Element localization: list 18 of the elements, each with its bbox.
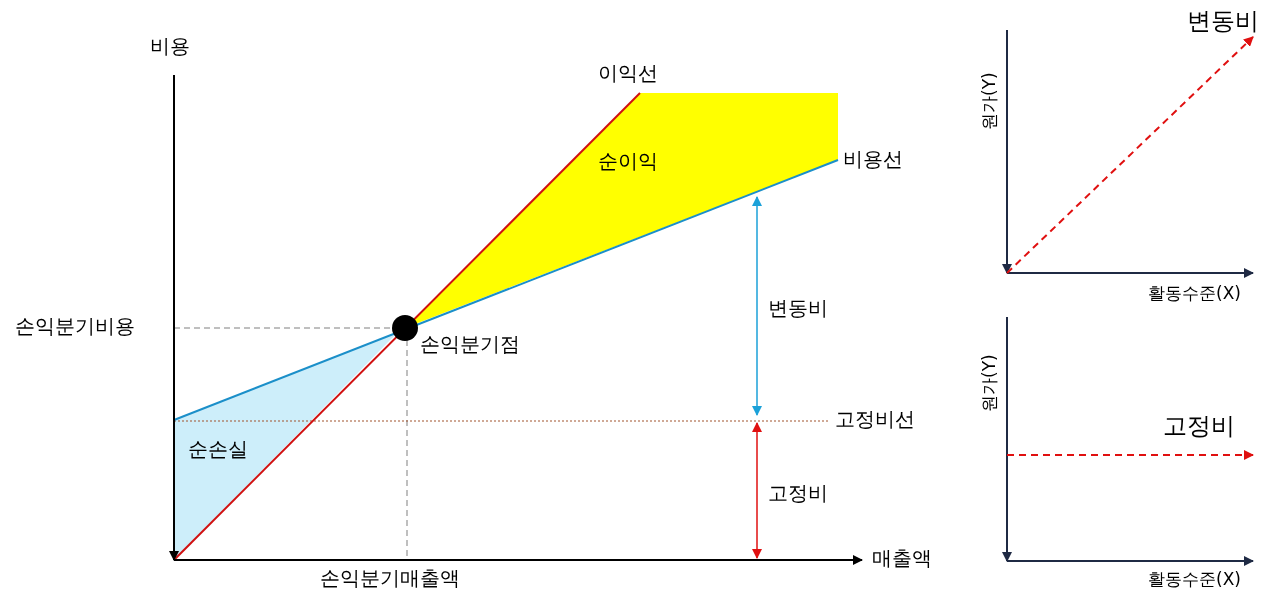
- axis-label: 활동수준(X): [1148, 570, 1241, 589]
- axis-label: 비용: [150, 35, 190, 57]
- axis-label: 매출액: [872, 547, 932, 569]
- axis-label: 손익분기비용: [15, 315, 135, 337]
- axis-label: 활동수준(X): [1148, 284, 1241, 303]
- axis-label: 손익분기매출액: [320, 567, 460, 589]
- line-label: 이익선: [598, 62, 658, 84]
- area-label: 순이익: [598, 150, 658, 172]
- axis-label: 원가(Y): [980, 72, 999, 130]
- line-label: 비용선: [843, 148, 903, 170]
- point-label: 손익분기점: [420, 333, 520, 355]
- line-label: 고정비선: [835, 408, 915, 430]
- axis-label: 원가(Y): [980, 354, 999, 412]
- chart-title: 변동비: [1187, 8, 1259, 35]
- dimension-label: 변동비: [768, 297, 828, 319]
- area-label: 순손실: [188, 438, 248, 460]
- chart-title: 고정비: [1163, 413, 1235, 440]
- dimension-label: 고정비: [768, 482, 828, 504]
